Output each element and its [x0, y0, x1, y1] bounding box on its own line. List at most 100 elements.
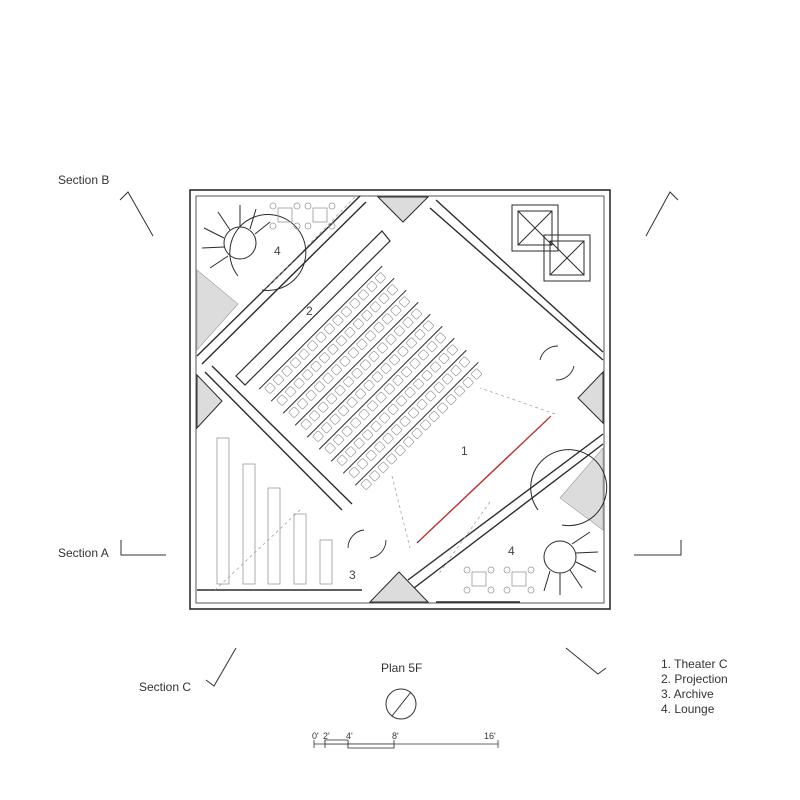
- theater-seat: [339, 355, 351, 367]
- theater-seat: [319, 352, 330, 364]
- seat-row-riser: [294, 301, 419, 426]
- theater-seat: [324, 323, 335, 335]
- theater-screen: [416, 415, 552, 544]
- legend-item: 4. Lounge: [661, 702, 715, 716]
- theater-seat: [445, 394, 457, 405]
- theater-seat: [370, 420, 382, 432]
- scale-label: 8': [392, 731, 399, 741]
- theater-seat: [331, 364, 342, 376]
- theater-seat: [438, 353, 450, 364]
- theater-seat: [374, 441, 386, 453]
- theater-seat: [389, 354, 400, 366]
- seat-row-riser: [354, 361, 479, 486]
- theater-seat: [433, 382, 445, 393]
- legend-item: 2. Projection: [661, 672, 728, 686]
- room-number-archive: 3: [349, 568, 356, 582]
- theater-seat: [363, 379, 375, 391]
- theater-seat: [361, 309, 373, 321]
- theater-seat: [378, 293, 390, 304]
- theater-seat: [346, 396, 358, 408]
- theater-seat: [385, 334, 397, 345]
- theater-seat: [390, 305, 402, 316]
- legend-item: 3. Archive: [661, 687, 714, 701]
- theater-seat: [435, 332, 446, 344]
- theater-seat: [374, 272, 386, 284]
- theater-seat: [394, 325, 405, 337]
- theater-seat: [350, 417, 361, 429]
- legend-item: 1. Theater C: [661, 657, 728, 671]
- section-a-marker: [120, 540, 682, 556]
- theater-seat: [428, 411, 440, 422]
- theater-seat: [353, 318, 364, 330]
- theater-seat: [423, 320, 434, 332]
- theater-seat: [315, 331, 327, 343]
- theater-seat: [382, 313, 393, 325]
- theater-seat: [288, 406, 300, 418]
- theater-seat: [349, 297, 361, 309]
- theater-seat: [387, 404, 399, 415]
- doors: [347, 345, 575, 559]
- theater-seat: [409, 358, 421, 369]
- theater-seat: [351, 367, 363, 379]
- theater-seat: [370, 301, 381, 313]
- theater-seat: [399, 296, 410, 308]
- theater-seat: [327, 343, 339, 355]
- theater-seat: [416, 399, 428, 410]
- theater-seat: [384, 383, 395, 395]
- theater-seat: [332, 314, 344, 326]
- theater-seat: [276, 394, 288, 406]
- building-outline: [189, 189, 611, 610]
- theater-seat: [326, 393, 337, 405]
- seat-row-riser: [270, 277, 395, 402]
- theater-seat: [404, 387, 416, 398]
- theater-seat: [317, 401, 329, 413]
- scale-bar: [313, 739, 499, 749]
- theater-seat: [355, 388, 366, 400]
- theater-seat: [321, 422, 333, 434]
- theater-seat: [264, 382, 276, 394]
- section-a-label: Section A: [58, 546, 109, 560]
- section-c-label: Section C: [139, 680, 192, 694]
- theater-seat: [401, 366, 412, 378]
- theater-seat: [353, 437, 365, 449]
- theater-seat: [302, 369, 313, 381]
- north-arrow-icon: [385, 688, 417, 720]
- theater-seat: [391, 424, 402, 436]
- theater-seat: [437, 402, 448, 414]
- seat-row-riser: [342, 349, 467, 474]
- theater-seat: [290, 357, 301, 369]
- theater-seat: [369, 470, 381, 482]
- theater-seating: [258, 265, 482, 490]
- theater-seat: [462, 377, 474, 388]
- theater-seat: [312, 430, 324, 442]
- theater-seat: [367, 400, 378, 412]
- theater-seat: [425, 390, 436, 402]
- legend: 1. Theater C 2. Projection 3. Archive 4.…: [661, 657, 728, 717]
- theater-seat: [402, 317, 414, 328]
- theater-seat: [365, 449, 377, 461]
- corner-fills: [196, 269, 604, 531]
- theater-seat: [300, 418, 312, 430]
- elevators: [511, 204, 591, 282]
- diagonal-walls: [196, 195, 604, 603]
- theater-seat: [377, 461, 389, 473]
- theater-seat: [392, 375, 404, 386]
- theater-seat: [379, 412, 390, 424]
- dashed-guides: [214, 196, 556, 591]
- theater-seat: [324, 442, 336, 454]
- theater-seat: [314, 381, 325, 393]
- theater-seat: [380, 363, 392, 374]
- plan-title: Plan 5F: [381, 661, 423, 675]
- theater-seat: [298, 348, 310, 360]
- theater-seat: [447, 344, 458, 356]
- room-number-theater: 1: [461, 444, 468, 458]
- theater-seat: [408, 407, 419, 419]
- theater-seat: [430, 361, 441, 373]
- theater-seat: [309, 410, 320, 422]
- theater-seat: [420, 419, 431, 431]
- theater-seat: [285, 386, 296, 398]
- theater-seat: [273, 374, 284, 386]
- theater-seat: [421, 370, 433, 381]
- theater-seat: [357, 458, 369, 470]
